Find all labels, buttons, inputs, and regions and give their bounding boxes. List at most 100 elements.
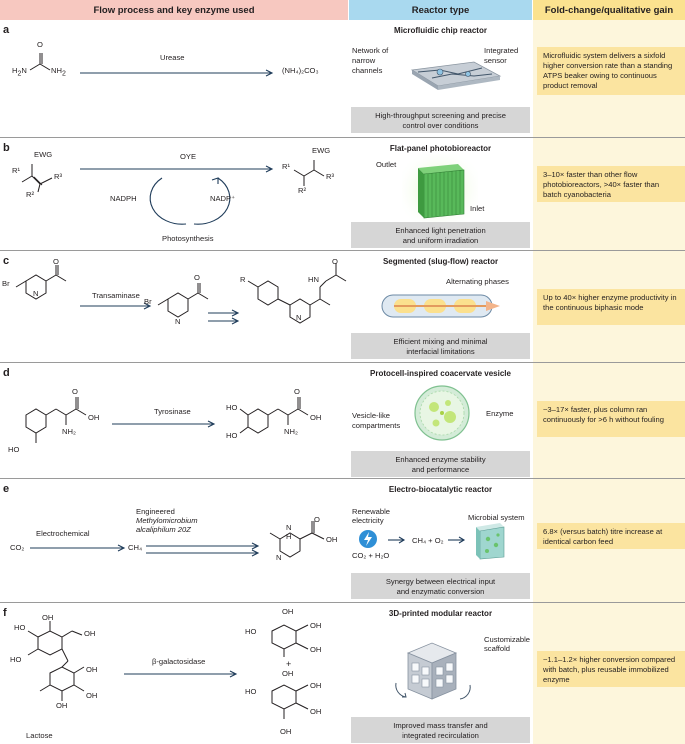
hydroxyl-label: OH [310,645,322,654]
enzyme-label: β-galactosidase [152,657,206,666]
reaction-arrow [388,536,406,544]
diagram-label: Microbial system [468,513,525,522]
enzyme-label: OYE [180,152,197,161]
gain-text: Microfluidic system delivers a sixfold h… [537,47,685,95]
diagram-label: narrow [352,56,376,65]
coacervate-vesicle-illustration [414,385,470,441]
hydroxyl-label: OH [280,727,292,736]
urea-amine-left: H2N [12,66,27,78]
diagram-label: Inlet [470,204,485,213]
diagram-label: CH₄ + O₂ [412,536,444,545]
row-letter: a [3,24,10,36]
r2-label: R² [298,186,307,195]
galactose-structure [271,684,309,719]
carbonyl-oxygen: O [72,387,78,396]
reactor-desc-line: High-throughput screening and precise [375,111,506,120]
enzyme-label: Engineered [136,507,175,516]
diagram-label: Outlet [376,160,397,169]
oxygen-label: O [194,273,200,282]
r-group-label: R [240,275,246,284]
hydroxyl-label: OH [86,665,98,674]
reactor-desc-line: and enzymatic conversion [396,587,485,596]
hydroxyl-label: HO [14,623,26,632]
reaction-arrow [448,536,466,544]
gain-text: Up to 40× higher enzyme productivity in … [537,289,685,325]
diagram-label: Alternating phases [446,277,509,286]
cofactor-nadp: NADP⁺ [210,194,236,203]
diagram-label: electricity [352,516,384,525]
urea-amine-right: NH2 [51,66,66,78]
diagram-label: Vesicle-like [352,411,390,420]
nitrogen-label: N [286,523,292,532]
header-reactor: Reactor type [349,0,532,20]
nitrogen-label: N [33,289,39,298]
row-divider [0,362,685,363]
urea-structure [29,53,51,71]
acid-oh-label: OH [88,413,100,422]
diagram-label: compartments [352,421,401,430]
hydroxyl-label: HO [226,431,238,440]
multistep-arrows [146,542,260,557]
reactor-title: Electro-biocatalytic reactor [388,485,493,494]
scaffold-reactor-illustration [395,642,471,700]
diagram-label: scaffold [484,644,511,653]
row-c: c Br N O Transaminase Br N O [0,251,685,362]
row-letter: d [3,367,10,379]
reaction-arrow [80,69,274,77]
reactor-desc-line: and performance [411,465,470,474]
row-a: a O H2N NH2 Urease (NH₄)₂CO₃ Microfluidi… [0,20,685,137]
bromine-label: Br [2,279,10,288]
oxygen-label: O [53,257,59,266]
urea-oxygen: O [37,40,43,49]
electrochemical-label: Electrochemical [36,529,90,538]
acid-oh-label: OH [326,535,338,544]
reactor-title: Protocell-inspired coacervate vesicle [370,369,511,378]
reaction-arrow [80,302,152,310]
reaction-arrow [30,544,126,552]
microbial-reactor-illustration [476,523,505,560]
photosynthesis-label: Photosynthesis [162,234,214,243]
slug-flow-tube-illustration [381,294,500,318]
microfluidic-chip-illustration [410,61,502,90]
row-letter: e [3,483,10,495]
amine-label: NH₂ [284,427,298,436]
enzyme-label: Methylomicrobium [136,516,198,525]
row-divider [0,137,685,138]
r3-label: R³ [326,172,335,181]
ch4-label: CH₄ [128,543,143,552]
r2-label: R² [26,190,35,199]
hydroxyl-label: OH [282,607,294,616]
lactose-label: Lactose [26,731,53,740]
lightning-bolt-icon [359,530,377,548]
r1-label: R¹ [282,162,291,171]
row-e: e CO₂ Electrochemical CH₄ Engineered Met… [0,479,685,602]
enzyme-species: alcaliphilum 20Z [136,525,191,534]
enzyme-label: alcaliphilum 20Z [136,525,191,534]
reactor-desc-line: interfacial limitations [406,347,475,356]
biaryl-amine-product-structure [247,263,347,324]
diagram-label: Integrated [484,46,519,55]
plus-sign: + [286,659,292,669]
row-f: f HO OH OH HO OH OH OH Lactose β-galacto… [0,603,685,744]
enzyme-label: Tyrosinase [154,407,191,416]
hydroxyl-label: OH [310,621,322,630]
gain-column-background [533,20,685,744]
row-divider [0,250,685,251]
cofactor-nadph: NADPH [110,194,137,203]
acid-oh-label: OH [310,413,322,422]
bromopyridine-ketone-product-structure [157,283,209,318]
row-letter: b [3,142,10,154]
bromine-label: Br [144,297,152,306]
product-label: (NH₄)₂CO₃ [282,66,319,75]
reactor-desc-line: Efficient mixing and minimal [393,337,488,346]
reactor-desc-line: and uniform irradiation [402,236,479,245]
diagram-label: Network of [352,46,389,55]
reactor-desc-line: Improved mass transfer and [393,721,488,730]
hydroxyl-label: HO [245,687,257,696]
hydroxyl-label: HO [226,403,238,412]
amide-nh-label: HN [308,275,319,284]
alkene-substrate-structure [21,164,53,193]
gain-text: 3–10× faster than other flow photobiorea… [537,166,685,202]
reaction-arrow [112,420,216,428]
